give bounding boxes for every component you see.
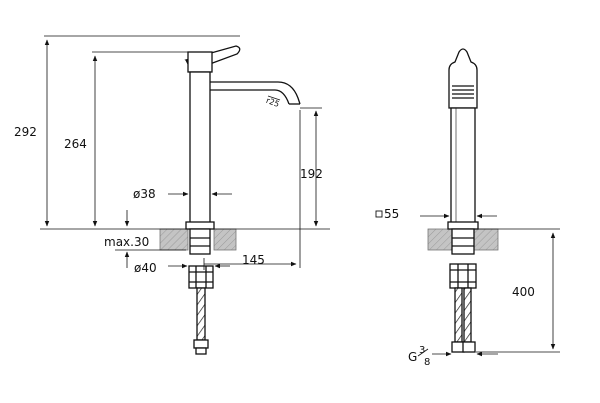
countertop-right-part <box>213 228 237 251</box>
side-hose-right <box>463 287 472 343</box>
side-faucet-body <box>450 107 476 225</box>
side-hose-fitting-right <box>462 341 476 353</box>
front-view-dimensions <box>40 35 330 270</box>
front-view-labels: 292 264 192 r25 ø38 max.30 ø40 145 <box>14 96 323 275</box>
label-max-30: max.30 <box>104 235 149 249</box>
mounting-shank <box>189 228 211 255</box>
side-hose-fitting-left <box>451 341 465 353</box>
hose-end-fitting <box>193 339 209 349</box>
side-countertop-right <box>473 228 499 251</box>
label-thread-numerator: 3 <box>419 345 425 356</box>
side-lever-profile <box>448 48 478 109</box>
countertop-left-part <box>159 228 189 251</box>
label-r25: r25 <box>265 96 281 109</box>
label-400: 400 <box>512 285 535 299</box>
label-square-55: 55 <box>384 207 399 221</box>
side-mounting-shank <box>451 228 475 255</box>
square-symbol-icon <box>375 210 383 218</box>
faucet-body <box>189 71 211 225</box>
label-diameter-38: ø38 <box>133 187 156 201</box>
side-view-dimensions <box>420 213 560 357</box>
label-145: 145 <box>242 253 265 267</box>
label-thread-g: G <box>408 350 417 364</box>
spout-pipe-lower <box>210 89 290 105</box>
label-264: 264 <box>64 137 87 151</box>
label-292: 292 <box>14 125 37 139</box>
front-view <box>159 45 301 355</box>
fixing-nut <box>188 265 214 289</box>
label-thread-denominator: 8 <box>424 357 430 368</box>
side-fixing-nut <box>449 263 477 289</box>
side-countertop-left <box>427 228 453 251</box>
spout-pipe <box>210 81 301 105</box>
label-diameter-40: ø40 <box>134 261 157 275</box>
side-view-labels: 55 400 G 3 8 <box>375 207 535 368</box>
side-hose-left <box>454 287 463 343</box>
flexible-hose <box>196 287 206 341</box>
base-collar <box>185 221 215 230</box>
side-view <box>427 48 499 353</box>
side-base-collar <box>447 221 479 230</box>
cartridge-top <box>187 51 213 73</box>
label-192: 192 <box>300 167 323 181</box>
